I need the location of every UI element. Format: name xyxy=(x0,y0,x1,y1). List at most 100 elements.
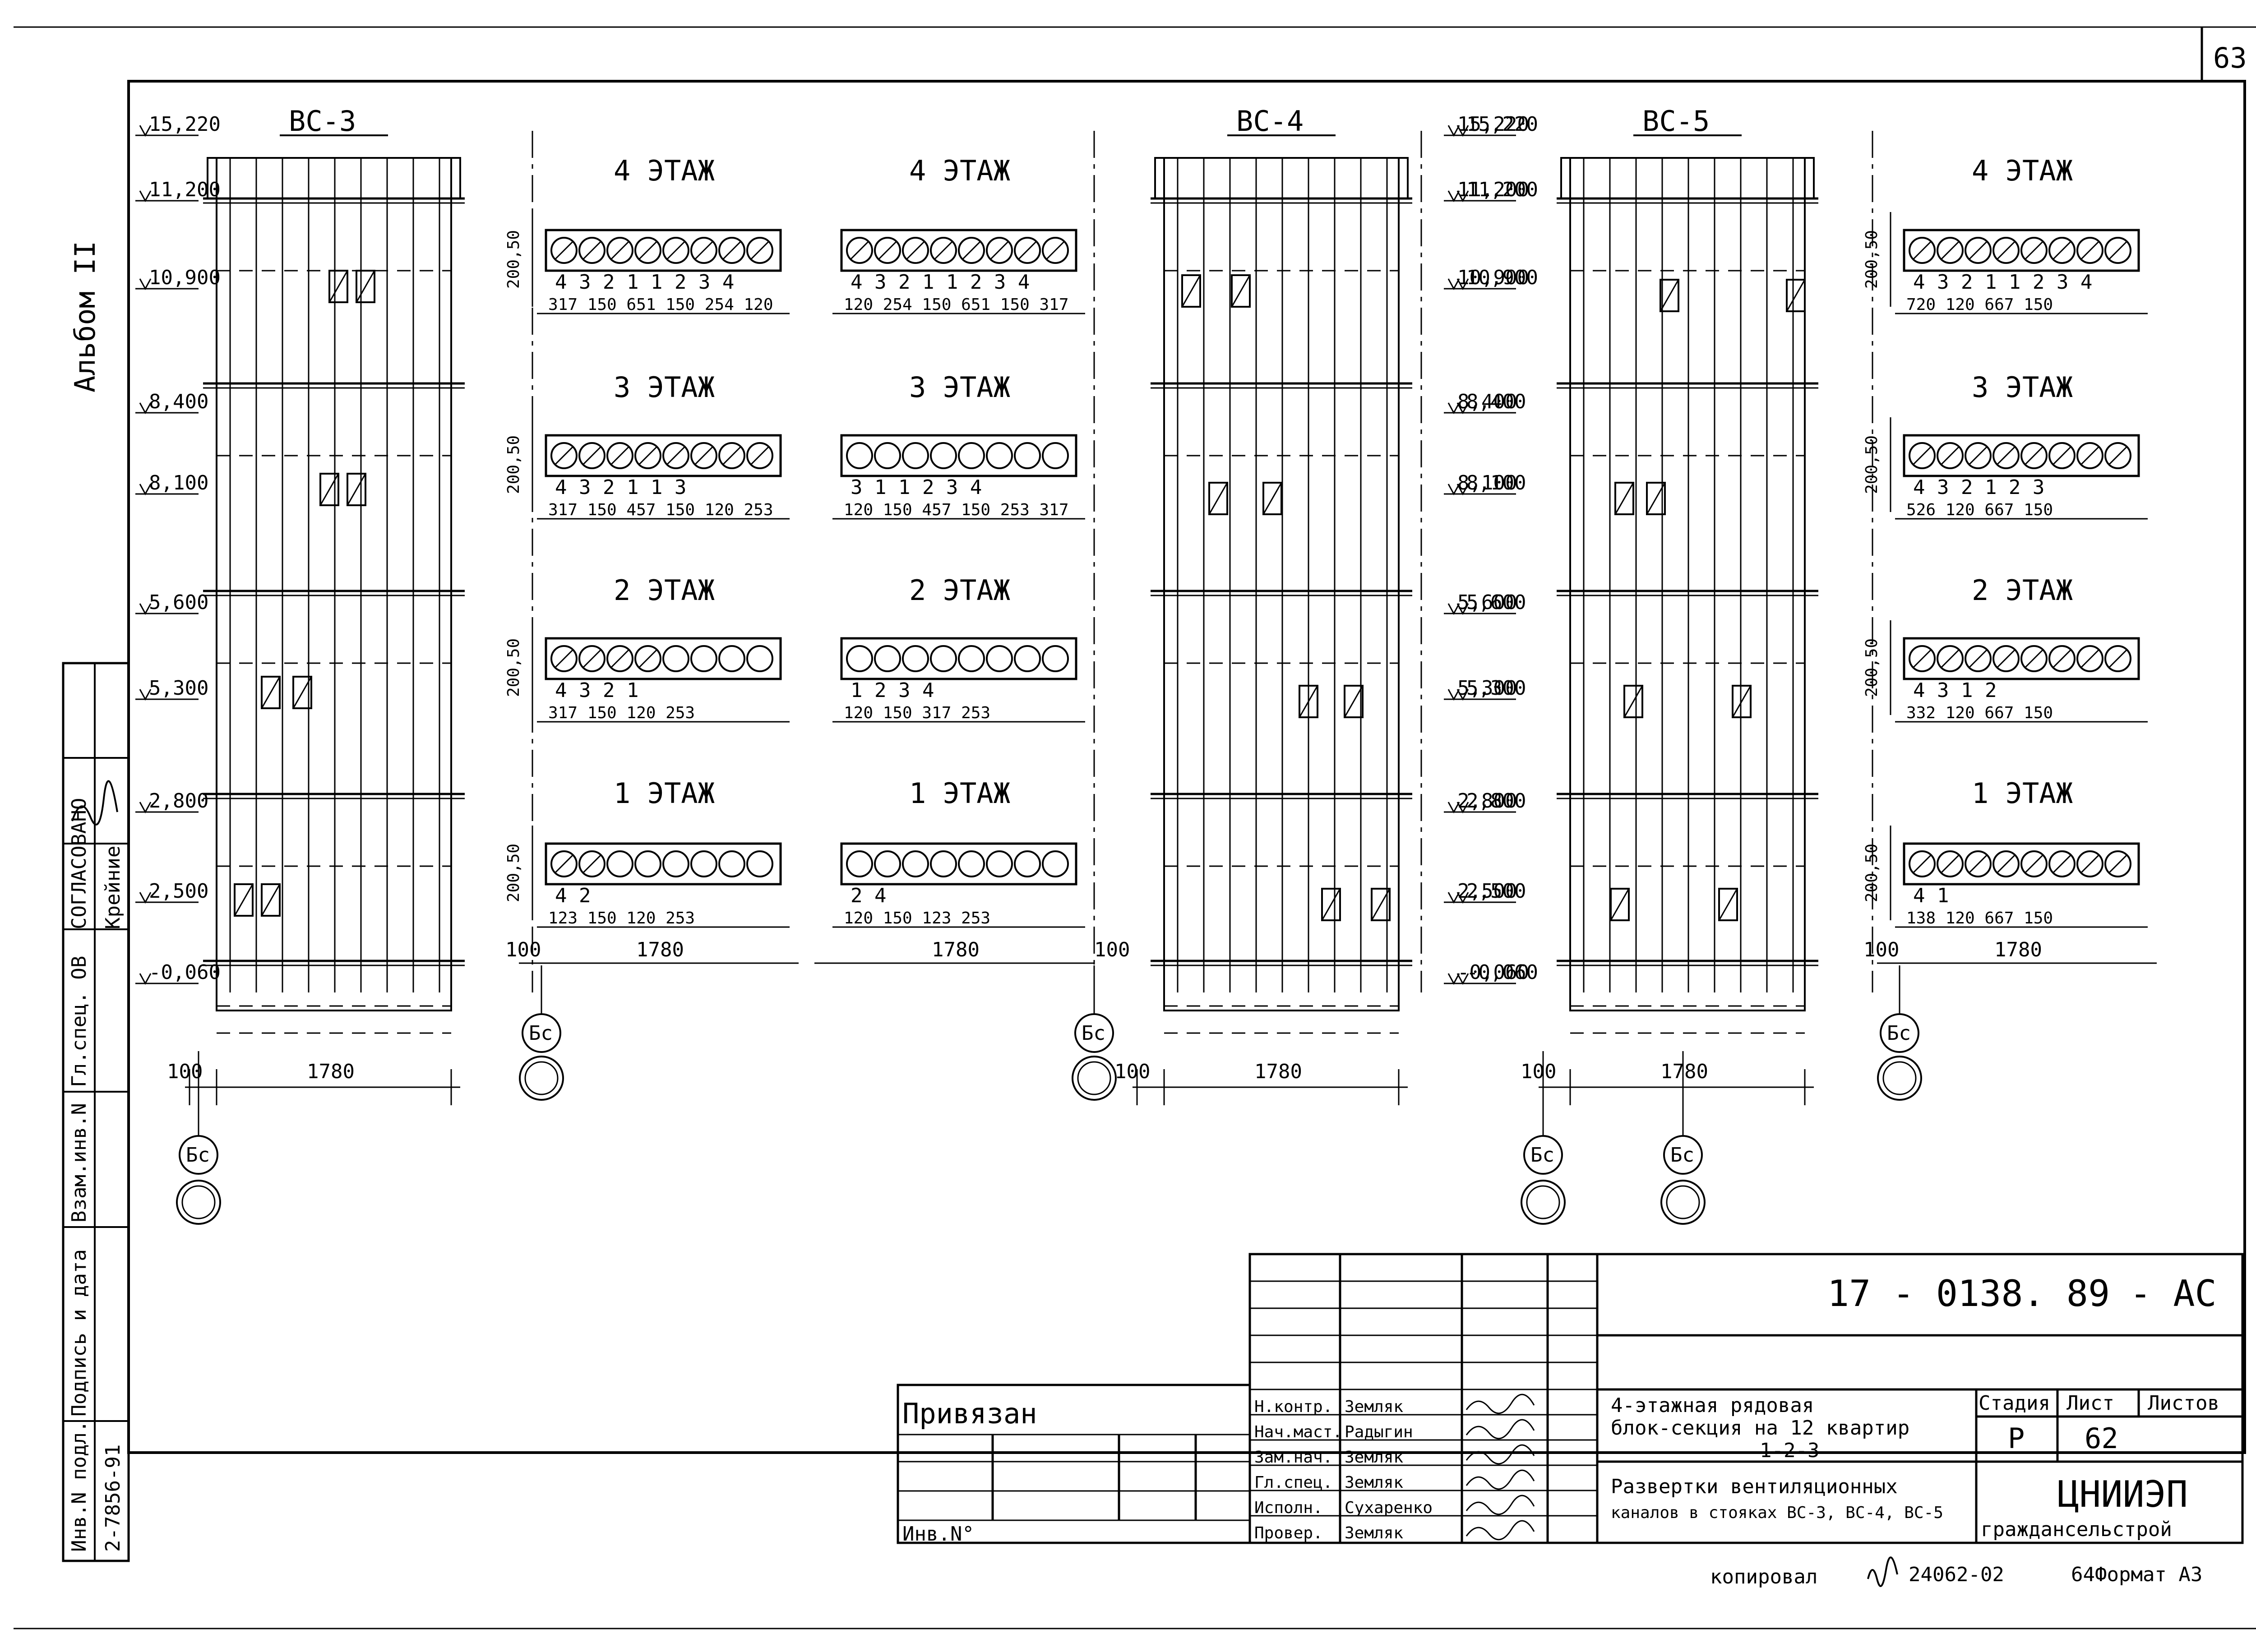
vent-grille-hatch xyxy=(356,270,375,303)
plan-dims: 526 120 667 150 xyxy=(1906,501,2053,519)
vent-channel xyxy=(1965,645,1992,672)
offset-dim: 100 xyxy=(167,1060,203,1083)
channel-slash xyxy=(2024,446,2044,466)
floor-label: 2 ЭТАЖ xyxy=(909,574,1010,607)
channel-slash xyxy=(722,240,742,260)
role-title: Провер. xyxy=(1254,1524,1323,1542)
vent-grille-hatch xyxy=(1660,279,1679,312)
channel-slash xyxy=(2052,854,2072,874)
vent-block xyxy=(1903,229,2140,272)
channel-slash xyxy=(554,854,574,874)
channel-slash xyxy=(934,240,953,260)
v-dim-text: 200,50 xyxy=(504,435,523,494)
vent-channel xyxy=(1042,645,1069,672)
vent-channel xyxy=(1992,237,2020,264)
vent-channel xyxy=(634,645,661,672)
level-value: 5,300 xyxy=(149,677,208,700)
level-value: 2,500 xyxy=(1457,880,1517,903)
sheet-title-1: Развертки вентиляционных xyxy=(1611,1475,1898,1498)
level-mark xyxy=(139,802,152,814)
role-name: Земляк xyxy=(1345,1524,1403,1542)
vent-block xyxy=(840,637,1077,680)
plan-dims: 120 254 150 651 150 317 xyxy=(844,295,1069,314)
vent-grille xyxy=(1718,888,1738,921)
role-signature xyxy=(1465,1520,1535,1541)
vent-channel xyxy=(1909,442,1936,469)
plan-dims: 120 150 457 150 253 317 xyxy=(844,501,1069,519)
axis-ring xyxy=(176,1180,221,1225)
riser-ВС-3: ВС-315,22011,20010,9008,4008,1005,6005,3… xyxy=(135,105,465,1225)
vent-channel xyxy=(1937,237,1964,264)
channel-slash xyxy=(582,240,602,260)
role-name: Сухаренко xyxy=(1345,1499,1433,1517)
vent-channel xyxy=(2048,442,2076,469)
separators xyxy=(532,131,1873,992)
channel-slash xyxy=(2108,854,2128,874)
role-title: Н.контр. xyxy=(1254,1398,1332,1416)
channel-slash xyxy=(2024,240,2044,260)
vent-grille xyxy=(261,676,281,709)
channel-numbers: 4 3 2 1 1 3 xyxy=(555,476,686,499)
vent-grille xyxy=(1646,482,1666,515)
approved-label: СОГЛАСОВАНО xyxy=(68,798,91,929)
plan-dims: 720 120 667 150 xyxy=(1906,295,2053,314)
axis-ring xyxy=(519,1056,564,1101)
vent-channel xyxy=(1014,850,1041,877)
level-value: 8,400 xyxy=(149,390,208,413)
level-mark xyxy=(1456,484,1469,496)
vent-channel xyxy=(1965,850,1992,877)
vent-channel xyxy=(1937,850,1964,877)
floor-label: 4 ЭТАЖ xyxy=(909,154,1010,187)
vent-grille xyxy=(1344,685,1364,718)
vent-channel xyxy=(1042,442,1069,469)
offset-dim: 100 xyxy=(1114,1060,1150,1083)
stage-label: Стадия xyxy=(1979,1392,2050,1415)
vent-grille xyxy=(1181,274,1201,308)
side-row-1: Крейние xyxy=(102,846,125,929)
vent-channel xyxy=(902,237,929,264)
floor-label: 3 ЭТАЖ xyxy=(909,371,1010,404)
level-mark xyxy=(139,278,152,291)
plan-dims: 120 150 317 253 xyxy=(844,704,990,722)
channel-slash xyxy=(1912,446,1932,466)
vent-grille-hatch xyxy=(1344,685,1364,718)
floor-label: 3 ЭТАЖ xyxy=(614,371,715,404)
vent-grille xyxy=(356,270,375,303)
level-value: 10,900 xyxy=(1457,266,1529,289)
page-number: 63 xyxy=(2213,42,2247,74)
vent-channel xyxy=(874,237,901,264)
channel-slash xyxy=(2052,240,2072,260)
level-value: 10,900 xyxy=(149,266,221,289)
level-value: 8,400 xyxy=(1457,390,1517,413)
channel-slash xyxy=(1017,240,1037,260)
axis-label: Бс xyxy=(1530,1144,1554,1167)
base-offset-dim: 100 xyxy=(1863,938,1899,961)
axis-bubble xyxy=(1663,1135,1703,1175)
channel-slash xyxy=(2052,649,2072,669)
copier-signature xyxy=(1867,1556,1898,1587)
vent-grille-hatch xyxy=(1646,482,1666,515)
vent-channel xyxy=(718,237,745,264)
bound-label: Привязан xyxy=(902,1397,1037,1430)
channel-slash xyxy=(1968,854,1988,874)
vent-grille xyxy=(1623,685,1643,718)
channel-slash xyxy=(878,240,897,260)
channel-slash xyxy=(2080,446,2100,466)
riser-title: ВС-3 xyxy=(289,105,356,138)
vent-channel xyxy=(1965,442,1992,469)
vent-channel xyxy=(986,645,1013,672)
level-value: 5,300 xyxy=(1466,677,1526,700)
floor-label: 4 ЭТАЖ xyxy=(1972,154,2073,187)
riser-title: ВС-5 xyxy=(1642,105,1710,138)
channel-slash xyxy=(582,649,602,669)
vent-grille-hatch xyxy=(261,676,281,709)
width-dim: 1780 xyxy=(1660,1060,1708,1083)
vent-grille xyxy=(1299,685,1318,718)
